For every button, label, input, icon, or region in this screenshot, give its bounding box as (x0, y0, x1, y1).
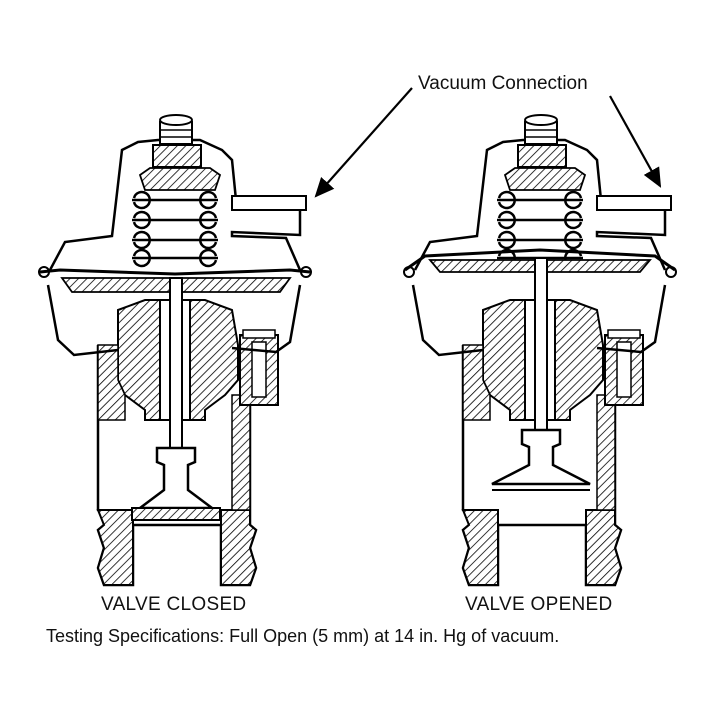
diaphragm (39, 268, 311, 276)
vacuum-connection-label: Vacuum Connection (418, 73, 588, 94)
valve-opened-illustration (402, 113, 678, 587)
valve-opened-caption: VALVE OPENED (465, 594, 613, 615)
valve-closed-caption: VALVE CLOSED (101, 594, 247, 615)
poppet-valve (136, 446, 216, 510)
poppet-valve (491, 428, 591, 486)
vacuum-arrow-right (609, 95, 662, 188)
valve-closed-illustration (37, 113, 313, 587)
diaphragm (404, 248, 676, 272)
vacuum-arrow-left (314, 87, 413, 198)
testing-specifications-text: Testing Specifications: Full Open (5 mm)… (46, 626, 560, 646)
